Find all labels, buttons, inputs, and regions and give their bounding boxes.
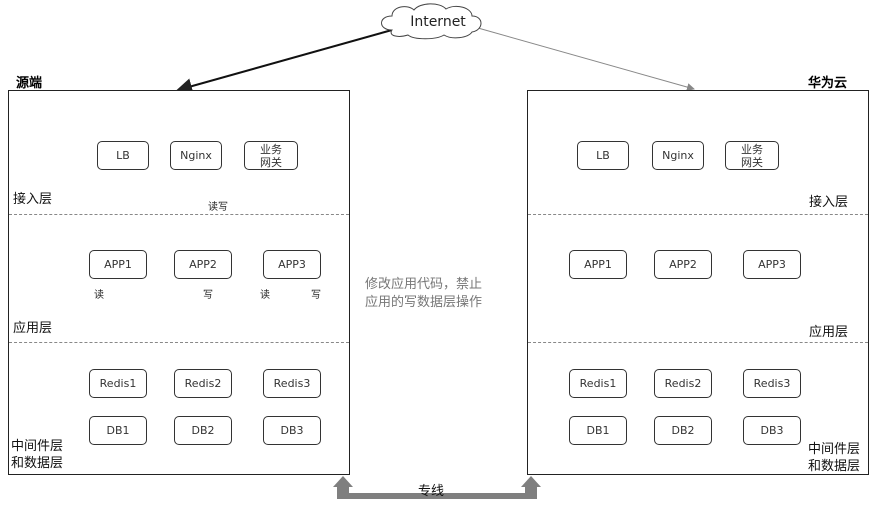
source-db2-node: DB2 <box>174 416 232 445</box>
cloud-app3-node: APP3 <box>743 250 801 279</box>
app1-read-label: 读 <box>94 290 104 301</box>
source-redis1-node: Redis1 <box>89 369 147 398</box>
cloud-app1-node: APP1 <box>569 250 627 279</box>
cloud-app-layer-label: 应用层 <box>809 325 849 340</box>
cloud-redis3-node: Redis3 <box>743 369 801 398</box>
source-mid-layer-label-1: 中间件层 <box>11 439 64 454</box>
app3-write-label: 写 <box>311 290 321 301</box>
source-divider-app <box>9 342 349 343</box>
cloud-mid-layer-label-1: 中间件层 <box>808 442 861 457</box>
internet-to-source-arrow <box>176 29 393 94</box>
read-write-label: 读写 <box>208 202 228 213</box>
source-nginx-node: Nginx <box>170 141 222 170</box>
source-mid-layer-label-2: 和数据层 <box>11 456 64 471</box>
cloud-gateway-node: 业务 网关 <box>725 141 779 170</box>
dedicated-line-label: 专线 <box>418 484 445 499</box>
code-change-note-line1: 修改应用代码，禁止 <box>365 277 483 292</box>
cloud-access-layer-label: 接入层 <box>809 195 849 210</box>
cloud-redis1-node: Redis1 <box>569 369 627 398</box>
cloud-redis2-node: Redis2 <box>654 369 712 398</box>
cloud-db2-node: DB2 <box>654 416 712 445</box>
internet-cloud-icon <box>381 3 482 40</box>
source-db1-node: DB1 <box>89 416 147 445</box>
internet-to-cloud-arrow <box>477 27 695 91</box>
cloud-nginx-node: Nginx <box>652 141 704 170</box>
source-gateway-node: 业务 网关 <box>244 141 298 170</box>
app3-read-label: 读 <box>260 290 270 301</box>
cloud-divider-access <box>528 214 868 215</box>
source-divider-access <box>9 214 349 215</box>
code-change-note-line2: 应用的写数据层操作 <box>365 295 483 310</box>
source-redis3-node: Redis3 <box>263 369 321 398</box>
source-redis2-node: Redis2 <box>174 369 232 398</box>
source-app1-node: APP1 <box>89 250 147 279</box>
cloud-title: 华为云 <box>808 76 848 91</box>
source-db3-node: DB3 <box>263 416 321 445</box>
cloud-app2-node: APP2 <box>654 250 712 279</box>
app2-write-label: 写 <box>203 290 213 301</box>
source-lb-node: LB <box>97 141 149 170</box>
source-app-layer-label: 应用层 <box>13 321 53 336</box>
cloud-divider-app <box>528 342 868 343</box>
dedicated-line-arrow <box>333 476 541 499</box>
source-title: 源端 <box>16 76 43 91</box>
internet-label: Internet <box>410 14 466 30</box>
cloud-db3-node: DB3 <box>743 416 801 445</box>
cloud-lb-node: LB <box>577 141 629 170</box>
cloud-db1-node: DB1 <box>569 416 627 445</box>
source-access-layer-label: 接入层 <box>13 192 53 207</box>
source-app3-node: APP3 <box>263 250 321 279</box>
cloud-mid-layer-label-2: 和数据层 <box>808 459 861 474</box>
source-app2-node: APP2 <box>174 250 232 279</box>
